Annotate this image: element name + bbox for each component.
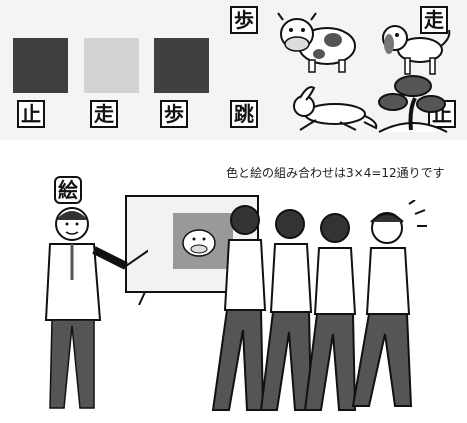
student-figures — [211, 200, 427, 411]
dark-swatch-1 — [13, 38, 68, 93]
dark-swatch-2 — [154, 38, 209, 93]
top-panel: 止 走 歩 歩 走 跳 止 — [0, 0, 467, 140]
speech-bubble-label: 絵 — [54, 176, 82, 204]
pine-tree-icon — [378, 75, 448, 133]
dog-icon — [382, 25, 451, 75]
caption-text: 色と絵の組み合わせは3×4=12通りです — [226, 166, 445, 180]
dog-label: 走 — [420, 6, 448, 34]
swatch-label-3: 歩 — [160, 100, 188, 128]
student-1 — [211, 205, 267, 411]
teacher-figure — [44, 207, 148, 409]
student-2 — [259, 209, 313, 411]
light-swatch — [84, 38, 139, 93]
student-3 — [303, 213, 357, 411]
swatch-label-1: 止 — [17, 100, 45, 128]
cow-icon — [277, 12, 356, 73]
cow-label: 歩 — [230, 6, 258, 34]
rabbit-label: 跳 — [230, 100, 258, 128]
swatch-label-2: 走 — [90, 100, 118, 128]
rabbit-icon — [293, 86, 378, 131]
student-4 — [351, 200, 427, 407]
